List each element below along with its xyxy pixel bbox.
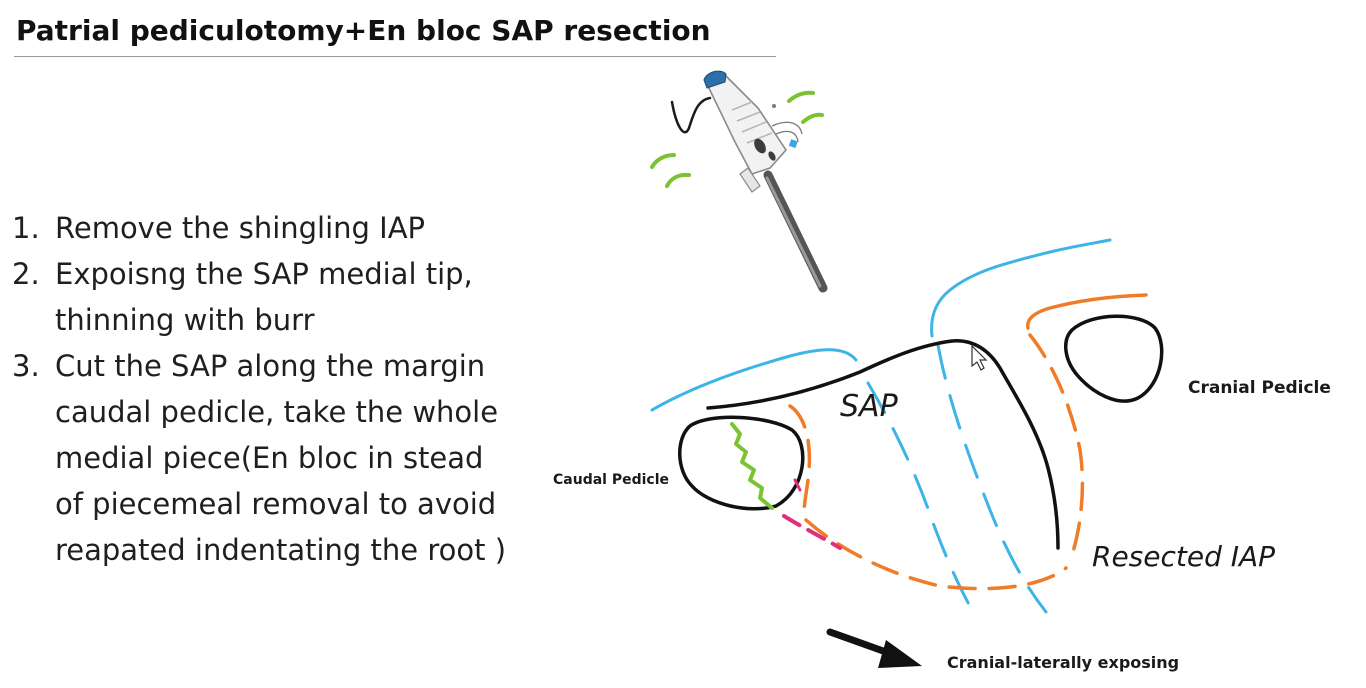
endoscope-port bbox=[739, 167, 761, 193]
step-text-line: Remove the shingling IAP bbox=[55, 211, 426, 245]
sap-label: SAP bbox=[840, 389, 899, 424]
motion-marks bbox=[650, 90, 824, 188]
caudal-pedicle-outline bbox=[678, 415, 805, 511]
endoscope-port bbox=[775, 130, 799, 143]
step-number: 2. bbox=[12, 257, 40, 291]
endoscope-body bbox=[705, 75, 788, 175]
endoscope-grip-ridges bbox=[731, 101, 773, 144]
endoscope-head bbox=[703, 70, 727, 89]
endoscope-port bbox=[771, 121, 803, 135]
endoscope-cable bbox=[670, 96, 712, 134]
step-text-line: thinning with burr bbox=[55, 303, 315, 337]
sap-outline bbox=[706, 339, 1060, 550]
steps-list: 1. Remove the shingling IAP 2. Expoisng … bbox=[12, 205, 506, 573]
iap-margin-dashed bbox=[788, 404, 812, 514]
endoscope-button bbox=[754, 138, 766, 154]
slide-title: Patrial pediculotomy+En bloc SAP resecti… bbox=[16, 14, 711, 47]
title-underline bbox=[14, 56, 776, 57]
step-2: 2. Expoisng the SAP medial tip, thinning… bbox=[12, 251, 506, 343]
endoscope-icon bbox=[650, 70, 828, 293]
endoscope-tip-dot bbox=[772, 104, 776, 108]
dura-margin-dashed bbox=[866, 381, 974, 612]
step-text-line: caudal pedicle, take the whole bbox=[55, 395, 499, 429]
endoscope-shaft bbox=[763, 170, 828, 293]
direction-arrow-icon bbox=[826, 628, 922, 668]
burr-path bbox=[730, 422, 774, 510]
caudal-pedicle-label: Caudal Pedicle bbox=[553, 472, 669, 488]
step-text-line: of piecemeal removal to avoid bbox=[55, 487, 497, 521]
irrigation-drop-icon bbox=[788, 139, 798, 149]
cranial-pedicle-label: Cranial Pedicle bbox=[1188, 378, 1331, 398]
step-1: 1. Remove the shingling IAP bbox=[12, 205, 506, 251]
step-3: 3. Cut the SAP along the margin caudal p… bbox=[12, 343, 506, 573]
endoscope-shaft-highlight bbox=[765, 176, 822, 288]
dura-margin-solid bbox=[930, 238, 1112, 338]
cranial-pedicle-outline bbox=[1064, 314, 1164, 403]
step-text-line: Expoisng the SAP medial tip, bbox=[55, 257, 473, 291]
cursor-arrow-icon bbox=[971, 344, 988, 371]
step-text-line: Cut the SAP along the margin bbox=[55, 349, 486, 383]
sap-cut-line-mark bbox=[793, 478, 802, 492]
endoscope-button bbox=[768, 151, 776, 161]
step-number: 3. bbox=[12, 349, 40, 383]
dura-margin-solid bbox=[650, 348, 858, 412]
arrow-caption: Cranial-laterally exposing bbox=[947, 653, 1179, 672]
step-text-line: reapated indentating the root ) bbox=[55, 533, 507, 567]
iap-margin-solid bbox=[1026, 293, 1148, 330]
iap-margin-dashed bbox=[804, 518, 1068, 591]
iap-margin-dashed bbox=[1028, 333, 1085, 557]
step-number: 1. bbox=[12, 211, 40, 245]
dura-margin-dashed bbox=[936, 343, 1048, 614]
resected-iap-label: Resected IAP bbox=[1092, 540, 1275, 573]
step-text-line: medial piece(En bloc in stead bbox=[55, 441, 484, 475]
iap-margin-lines bbox=[788, 293, 1148, 591]
dura-margin-lines bbox=[650, 238, 1112, 614]
sap-cut-line bbox=[782, 514, 842, 550]
